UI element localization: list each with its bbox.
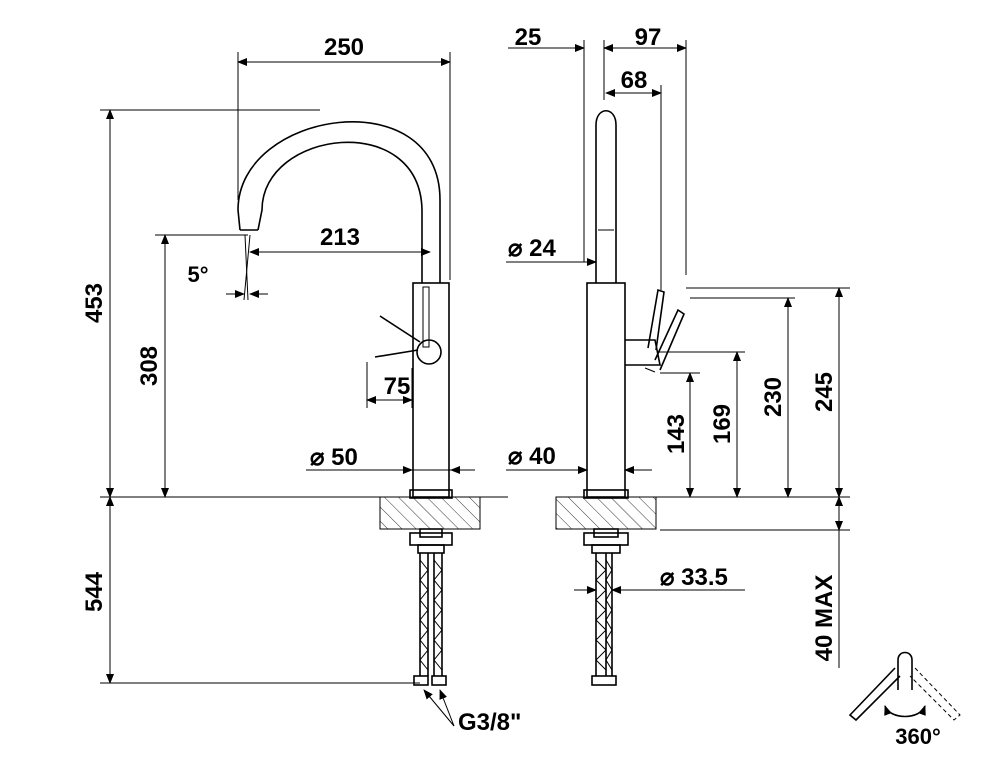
front-spout-inner [257, 141, 423, 283]
front-lever-arm [374, 349, 419, 358]
dim-245-label: 245 [811, 372, 838, 412]
dim-335-label: ⌀ 33.5 [660, 564, 728, 591]
dim-angle-line-b [243, 234, 251, 301]
rotation-label: 360° [895, 724, 941, 749]
dim-50-label: ⌀ 50 [310, 444, 358, 471]
dim-97-label: 97 [635, 24, 662, 51]
dim-40max-label: 40 MAX [811, 575, 838, 662]
dim-g38-label: G3/8" [458, 709, 521, 736]
front-hoses [413, 553, 447, 686]
side-lever-tip [644, 367, 656, 373]
front-body-slot [422, 286, 430, 348]
dim-143-label: 143 [663, 414, 690, 454]
side-hoses [591, 553, 617, 686]
front-countertop [379, 496, 481, 530]
front-spout-outer [237, 121, 441, 283]
front-view: 250 213 453 308 5° 75 ⌀ 50 544 [81, 34, 521, 736]
rotation-360-icon: 360° [848, 651, 961, 749]
dim-250-label: 250 [324, 34, 364, 61]
dim-68-label: 68 [621, 67, 648, 94]
dim-544-label: 544 [81, 571, 108, 612]
dim-24-label: ⌀ 24 [508, 235, 556, 262]
side-lever-handle [647, 288, 665, 351]
front-nut-lower [417, 544, 445, 554]
dim-213-label: 213 [320, 224, 360, 251]
side-lever-block [625, 339, 661, 366]
dim-g38-leader-a [423, 689, 455, 727]
front-body [412, 282, 450, 498]
dim-angle-label: 5° [187, 262, 208, 287]
dim-25-label: 25 [515, 24, 542, 51]
side-lock-nut [583, 532, 629, 546]
side-lever-tilted [654, 308, 685, 371]
front-base-ring [409, 489, 453, 499]
dim-169-label: 169 [709, 404, 736, 444]
dim-g38-leader-b [439, 689, 455, 727]
dim-230-label: 230 [760, 377, 787, 417]
front-lever-knob [416, 339, 442, 365]
side-base-ring [583, 489, 629, 499]
dim-75-label: 75 [384, 373, 411, 400]
front-lever-arm-raised [379, 315, 421, 343]
side-nut-lower [591, 544, 621, 554]
side-view: 25 97 68 ⌀ 24 ⌀ 40 ⌀ 33.5 143 169 230 24… [506, 24, 850, 686]
dim-308-label: 308 [136, 346, 163, 386]
side-body [586, 282, 626, 498]
side-countertop [555, 496, 657, 530]
dim-40-label: ⌀ 40 [508, 443, 556, 470]
front-lock-nut [409, 532, 453, 546]
dim-453-label: 453 [81, 283, 108, 323]
side-spout-tube [595, 109, 617, 283]
